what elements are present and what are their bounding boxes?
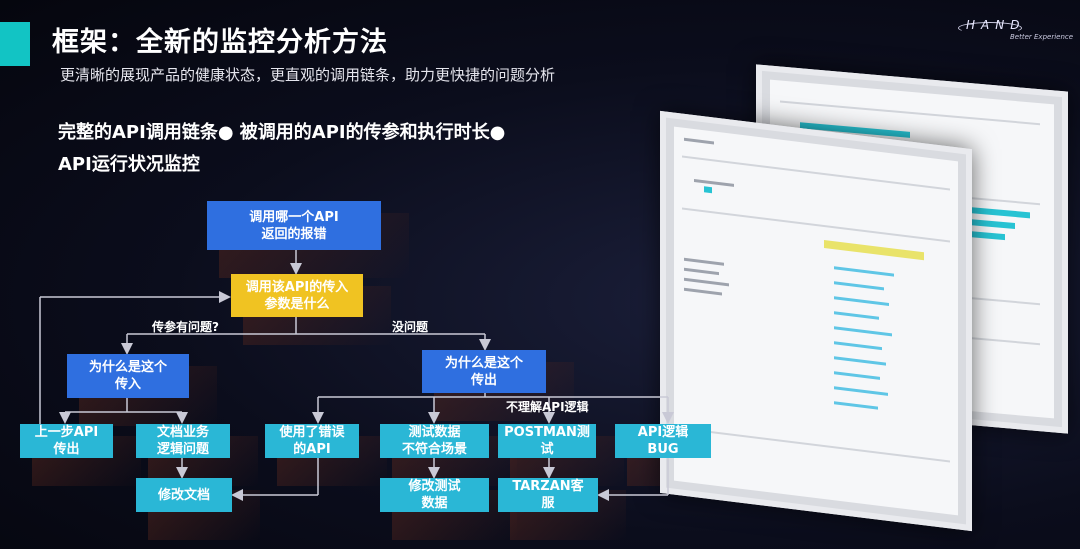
node-why-output: 为什么是这个 传出 (422, 350, 574, 421)
feature-line-2: API运行状况监控 (58, 154, 200, 175)
node-why-input: 为什么是这个 传入 (67, 354, 217, 426)
logo-tagline: Better Experience (1010, 33, 1074, 41)
label-param-problem: 传参有问题? (152, 320, 219, 334)
node-doc-logic-issue: 文档业务 逻辑问题 (136, 424, 258, 486)
logo-word: HAND (966, 18, 1026, 32)
node-prev-api-output: 上一步API 传出 (20, 424, 141, 486)
logo-arc-icon (958, 22, 1022, 34)
page-title: 框架：全新的监控分析方法 (52, 27, 388, 58)
node-input-params: 调用该API的传入 参数是什么 (231, 274, 391, 345)
node-fix-doc: 修改文档 (136, 478, 260, 540)
label-no-problem: 没问题 (392, 320, 429, 334)
page-subtitle: 更清晰的展现产品的健康状态，更直观的调用链条，助力更快捷的问题分析 (60, 66, 556, 84)
accent-bar (0, 22, 30, 66)
node-postman-test: POSTMAN测 试 (498, 424, 624, 486)
label-not-understand-api: 不理解API逻辑 (506, 400, 589, 414)
node-test-data-mismatch: 测试数据 不符合场景 (380, 424, 517, 486)
node-api-logic-bug: API逻辑 BUG (615, 424, 739, 486)
node-which-api: 调用哪一个API 返回的报错 (207, 201, 409, 278)
hand-logo: HAND Better Experience (958, 18, 1073, 48)
node-tarzan-support: TARZAN客 服 (498, 478, 626, 540)
node-wrong-api: 使用了错误 的API (265, 424, 387, 486)
feature-line-1: 完整的API调用链条● 被调用的API的传参和执行时长● (58, 122, 506, 143)
node-fix-test-data: 修改测试 数据 (380, 478, 517, 540)
